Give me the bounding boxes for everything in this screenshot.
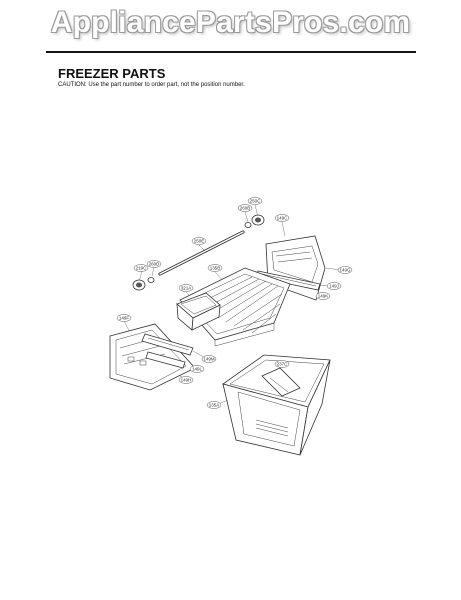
roller-top: [251, 214, 265, 226]
svg-text:135B: 135B: [210, 266, 221, 271]
svg-text:149G: 149G: [339, 268, 351, 273]
svg-text:250E: 250E: [194, 239, 205, 244]
rail-left-lower: [145, 351, 186, 369]
callout-149L: 149L: [189, 365, 205, 373]
caution-note: CAUTION: Use the part number to order pa…: [58, 82, 245, 88]
header-rule: [46, 51, 416, 53]
callout-149K: 149K: [315, 292, 331, 300]
washer-left: [147, 277, 155, 283]
svg-text:260D: 260D: [149, 262, 161, 267]
callout-219C: 219C: [133, 264, 149, 272]
roller-left: [132, 279, 146, 291]
svg-text:321A: 321A: [181, 286, 192, 291]
page-title: FREEZER PARTS: [58, 66, 166, 81]
rail-left: [141, 333, 194, 356]
svg-text:260B: 260B: [240, 206, 251, 211]
washer-top: [244, 222, 252, 228]
callout-250C: 250C: [247, 197, 263, 205]
svg-text:149K: 149K: [318, 294, 329, 299]
svg-text:149J: 149J: [329, 284, 339, 289]
callout-135A: 135A: [206, 401, 222, 409]
svg-text:149C: 149C: [277, 216, 289, 221]
callout-149M: 149M: [201, 355, 217, 363]
callout-250E: 250E: [191, 237, 207, 245]
axle-rod: [158, 230, 245, 276]
callout-149H: 149H: [178, 376, 194, 384]
svg-text:135A: 135A: [209, 403, 220, 408]
svg-text:149F: 149F: [119, 316, 130, 321]
freezer-bin: [222, 354, 331, 456]
watermark-logo: AppliancePartsPros.com: [50, 6, 411, 39]
svg-text:237C: 237C: [277, 362, 289, 367]
callout-260B: 260B: [237, 204, 253, 212]
svg-text:250C: 250C: [250, 199, 262, 204]
callout-149F: 149F: [116, 314, 132, 322]
callout-260D: 260D: [146, 260, 162, 268]
callout-149C: 149C: [274, 214, 290, 222]
callout-149J-right: 149J: [326, 282, 342, 290]
svg-text:149H: 149H: [181, 378, 192, 383]
callout-135B: 135B: [207, 264, 223, 272]
svg-text:149L: 149L: [192, 367, 203, 372]
svg-text:219C: 219C: [136, 266, 148, 271]
callout-149G: 149G: [337, 266, 353, 274]
svg-text:149M: 149M: [203, 357, 215, 362]
ice-tray: [176, 292, 221, 331]
callout-237C: 237C: [274, 360, 290, 368]
callout-321A: 321A: [178, 284, 194, 292]
